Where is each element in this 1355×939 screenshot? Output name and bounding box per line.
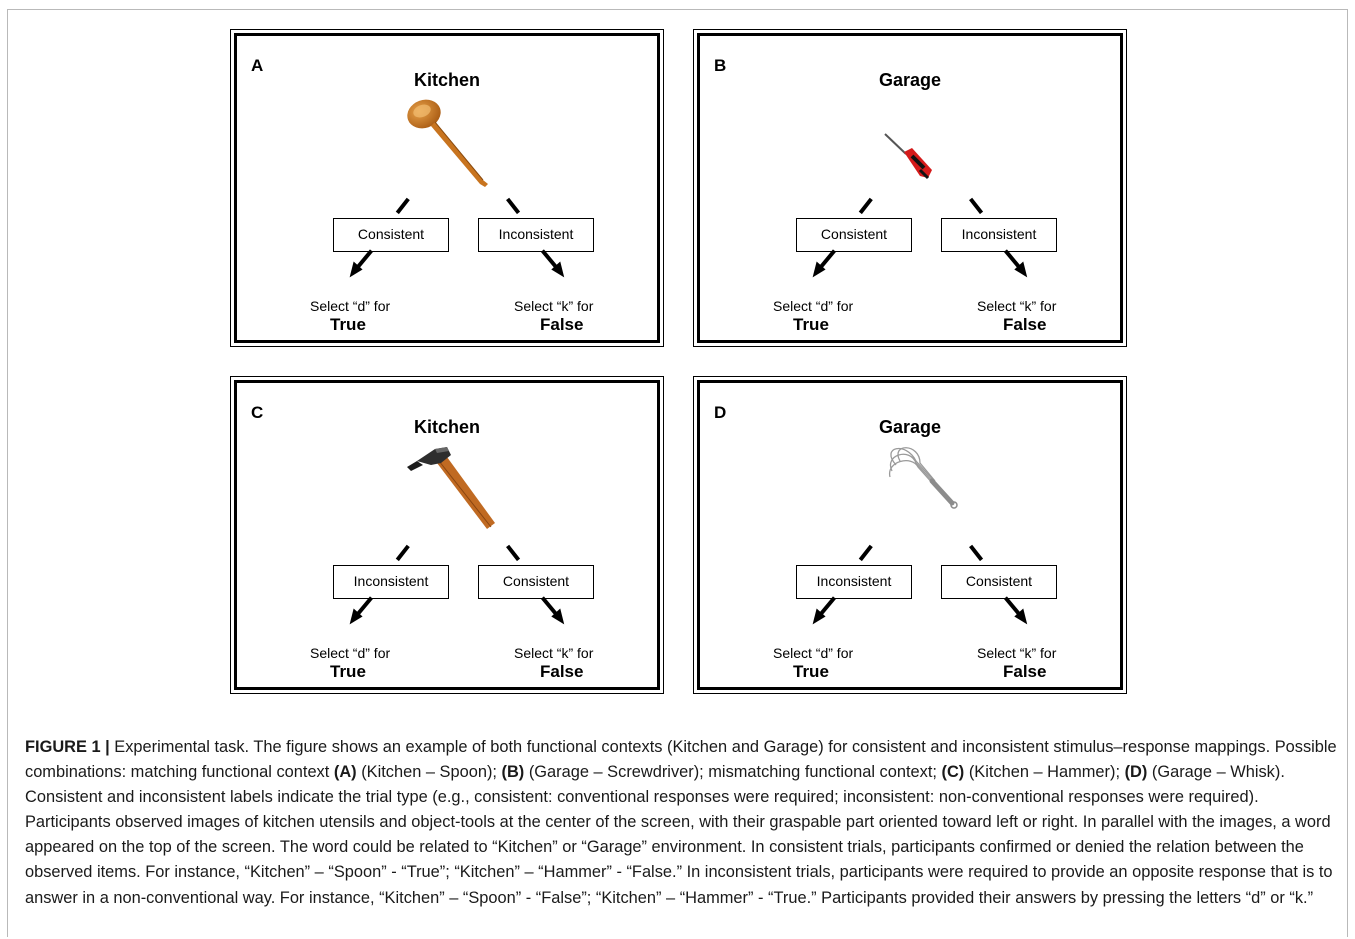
hammer-icon — [407, 447, 495, 529]
trial-type-box-right: Consistent — [941, 565, 1057, 599]
context-word: Garage — [878, 70, 942, 90]
panel-letter: B — [714, 56, 727, 75]
left-select-label: Select “d” for — [310, 645, 391, 661]
panel-d: D Garage Inconsistent Consistent Select … — [693, 376, 1127, 694]
caption-ref-c: (C) — [941, 763, 965, 782]
caption-text: Experimental task. The figure shows an e… — [25, 738, 1337, 782]
caption-text: (Kitchen – Hammer); — [964, 763, 1125, 782]
right-answer: False — [540, 662, 584, 681]
caption-ref-a: (A) — [333, 763, 357, 782]
caption-text: (Garage – Whisk). Consistent and inconsi… — [25, 763, 1333, 907]
trial-type-box-right: Inconsistent — [941, 218, 1057, 252]
right-answer: False — [1003, 315, 1047, 334]
left-select-label: Select “d” for — [773, 298, 854, 314]
response-arrows — [349, 544, 565, 625]
left-answer: True — [793, 662, 829, 681]
left-select-label: Select “d” for — [310, 298, 391, 314]
panel-letter: A — [251, 56, 264, 75]
panel-c: C Kitchen Inconsistent Consistent Select… — [230, 376, 664, 694]
response-arrows — [812, 544, 1028, 625]
context-word: Garage — [878, 417, 942, 437]
response-arrows — [349, 197, 565, 278]
figure-frame — [7, 9, 1348, 937]
figure-caption: FIGURE 1 | Experimental task. The figure… — [25, 735, 1340, 911]
spoon-icon — [407, 99, 488, 187]
trial-type-box-left: Consistent — [796, 218, 912, 252]
caption-text: (Kitchen – Spoon); — [356, 763, 502, 782]
caption-ref-d: (D) — [1124, 763, 1148, 782]
trial-type-box-right: Consistent — [478, 565, 594, 599]
whisk-icon — [889, 447, 958, 509]
left-answer: True — [793, 315, 829, 334]
trial-type-box-left: Inconsistent — [333, 565, 449, 599]
panel-a: A Kitchen Consistent Inconsistent Select… — [230, 29, 664, 347]
screwdriver-icon — [884, 133, 932, 180]
caption-text: (Garage – Screwdriver); mismatching func… — [524, 763, 942, 782]
left-answer: True — [330, 662, 366, 681]
right-select-label: Select “k” for — [514, 645, 594, 661]
panel-b: B Garage Consistent Inconsistent Select … — [693, 29, 1127, 347]
context-word: Kitchen — [413, 70, 480, 90]
trial-type-box-left: Consistent — [333, 218, 449, 252]
response-arrows — [812, 197, 1028, 278]
right-answer: False — [540, 315, 584, 334]
figure-label: FIGURE 1 | — [25, 738, 110, 756]
caption-ref-b: (B) — [501, 763, 525, 782]
trial-type-box-right: Inconsistent — [478, 218, 594, 252]
right-select-label: Select “k” for — [977, 298, 1057, 314]
panel-letter: D — [714, 403, 727, 422]
right-select-label: Select “k” for — [514, 298, 594, 314]
context-word: Kitchen — [413, 417, 480, 437]
trial-type-box-left: Inconsistent — [796, 565, 912, 599]
panel-letter: C — [251, 403, 264, 422]
left-select-label: Select “d” for — [773, 645, 854, 661]
right-answer: False — [1003, 662, 1047, 681]
right-select-label: Select “k” for — [977, 645, 1057, 661]
left-answer: True — [330, 315, 366, 334]
